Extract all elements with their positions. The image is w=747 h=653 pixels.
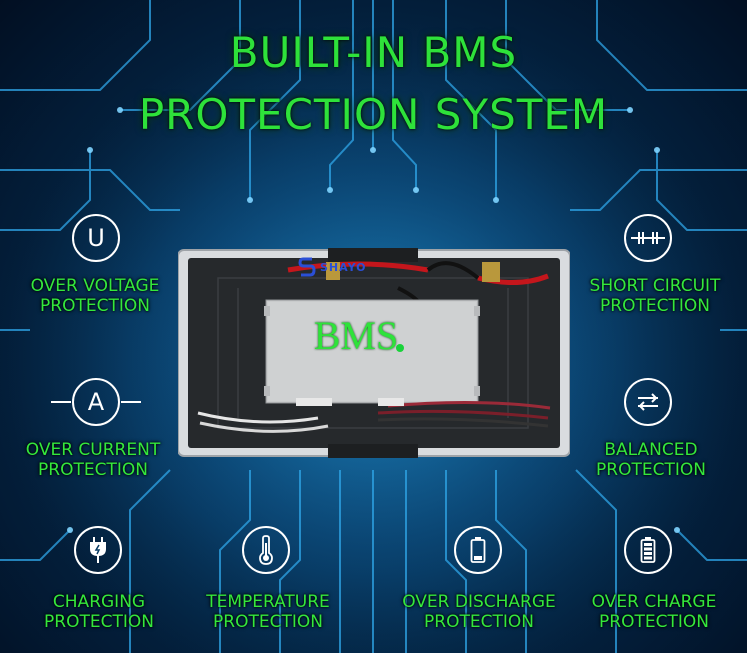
plug-icon	[74, 526, 122, 574]
battery-low-glyph	[470, 537, 486, 563]
feature-over-voltage-line2: PROTECTION	[40, 296, 150, 316]
battery-full-glyph	[640, 537, 656, 563]
feature-over-current-line2: PROTECTION	[38, 460, 148, 480]
feature-charging: CHARGING PROTECTION	[24, 592, 174, 632]
feature-over-discharge: OVER DISCHARGE PROTECTION	[394, 592, 564, 632]
short-circuit-icon	[624, 214, 672, 262]
feature-over-voltage: OVER VOLTAGE PROTECTION	[10, 276, 180, 316]
feature-over-current: OVER CURRENT PROTECTION	[8, 440, 178, 480]
feature-short-circuit-line2: PROTECTION	[600, 296, 710, 316]
current-a-side-lines	[51, 401, 141, 403]
title-line-2: PROTECTION SYSTEM	[138, 90, 609, 139]
battery-low-icon	[454, 526, 502, 574]
thermometer-glyph	[259, 535, 273, 565]
current-a-icon: A	[72, 378, 120, 426]
feature-over-discharge-line2: PROTECTION	[424, 612, 534, 632]
feature-over-current-line1: OVER CURRENT	[25, 440, 161, 460]
bms-board-label: BMS	[313, 313, 399, 358]
voltage-u-letter: U	[87, 224, 105, 252]
feature-over-voltage-line1: OVER VOLTAGE	[30, 276, 160, 296]
feature-temperature: TEMPERATURE PROTECTION	[188, 592, 348, 632]
brand-logo: SHAYO	[298, 256, 367, 278]
feature-balanced: BALANCED PROTECTION	[566, 440, 736, 480]
brand-logo-text: SHAYO	[320, 260, 367, 274]
bms-battery-device	[178, 248, 570, 458]
feature-short-circuit-line1: SHORT CIRCUIT	[589, 276, 721, 296]
feature-temperature-line2: PROTECTION	[213, 612, 323, 632]
feature-short-circuit: SHORT CIRCUIT PROTECTION	[570, 276, 740, 316]
brand-logo-mark-icon	[298, 257, 316, 277]
balance-icon	[624, 378, 672, 426]
thermometer-icon	[242, 526, 290, 574]
short-circuit-glyph	[631, 232, 665, 244]
balance-glyph	[638, 393, 658, 411]
title-line-1: BUILT-IN BMS	[229, 28, 518, 77]
feature-charging-line2: PROTECTION	[44, 612, 154, 632]
battery-full-icon	[624, 526, 672, 574]
feature-over-charge-line2: PROTECTION	[599, 612, 709, 632]
feature-balanced-line1: BALANCED	[604, 440, 698, 460]
plug-glyph	[90, 537, 106, 563]
feature-over-charge: OVER CHARGE PROTECTION	[574, 592, 734, 632]
feature-over-discharge-line1: OVER DISCHARGE	[402, 592, 556, 612]
feature-temperature-line1: TEMPERATURE	[206, 592, 330, 612]
feature-charging-line1: CHARGING	[52, 592, 146, 612]
feature-balanced-line2: PROTECTION	[596, 460, 706, 480]
voltage-u-icon: U	[72, 214, 120, 262]
current-a-letter: A	[87, 388, 105, 416]
feature-over-charge-line1: OVER CHARGE	[591, 592, 717, 612]
